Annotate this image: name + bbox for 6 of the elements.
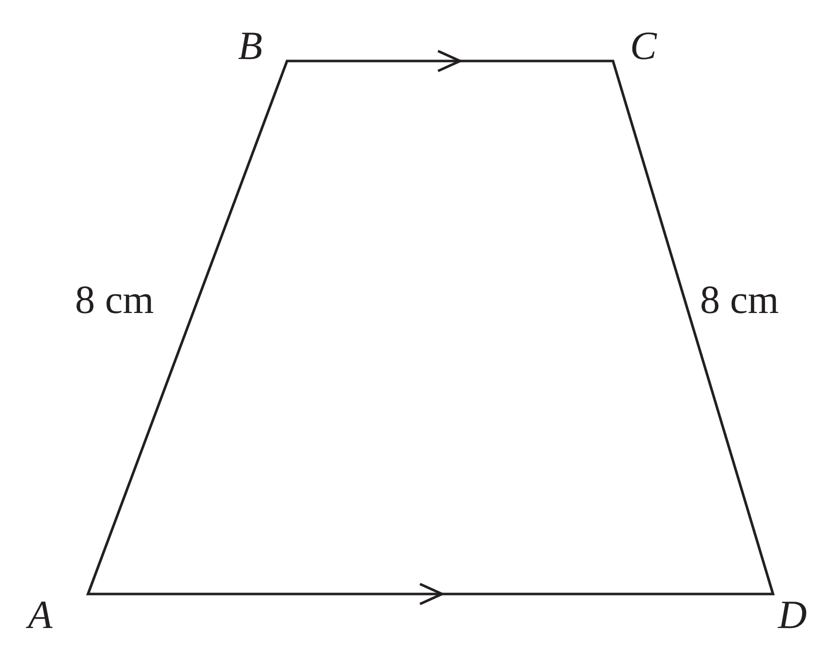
side-length-label: 8 cm xyxy=(75,280,154,320)
vertex-label: B xyxy=(238,26,262,66)
vertex-label: C xyxy=(630,26,657,66)
side-length-label: 8 cm xyxy=(700,280,779,320)
vertex-label: A xyxy=(28,595,52,635)
vertex-label: D xyxy=(778,595,807,635)
